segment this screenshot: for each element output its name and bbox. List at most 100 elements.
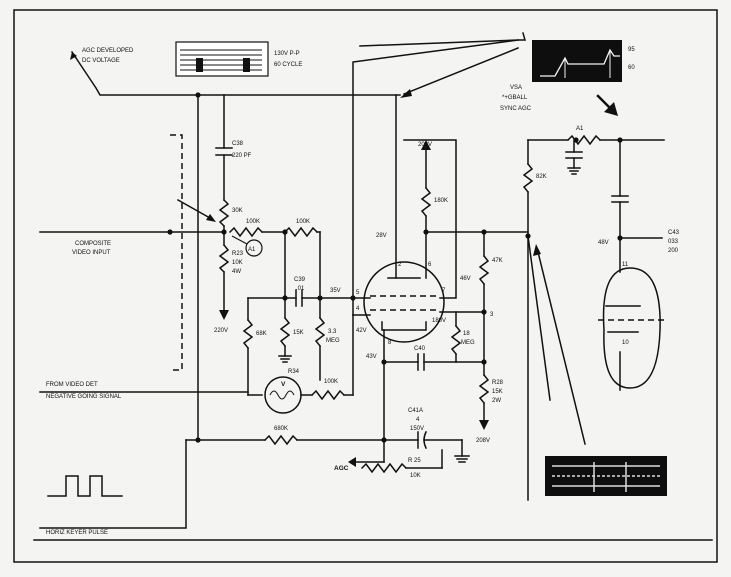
resistor-3-3meg	[314, 316, 326, 348]
resistor-r23	[218, 243, 230, 274]
label-scope-95: 95	[628, 47, 635, 53]
resistor-r28	[478, 373, 490, 405]
label-lamp-v: V	[281, 381, 286, 388]
label-28v-right: 35V	[330, 288, 341, 294]
label-a1-circle: A1	[248, 247, 256, 253]
resistor-68k	[242, 318, 254, 350]
label-60-cycle: 60 CYCLE	[274, 62, 302, 68]
vacuum-tube-main	[363, 261, 445, 343]
label-r28-val2: 2W	[492, 398, 501, 404]
resistor-a1	[566, 134, 602, 146]
label-pin10: 10	[622, 340, 629, 346]
a1-pointer	[231, 235, 248, 245]
label-c43-2: 033	[668, 239, 679, 245]
label-video-input: VIDEO INPUT	[72, 250, 111, 256]
label-negative-signal: NEGATIVE GOING SIGNAL	[46, 394, 122, 400]
arrow-208v-bottom	[479, 420, 489, 430]
resistor-30k	[218, 198, 230, 228]
label-r23: R23	[232, 251, 244, 257]
label-c43-1: C43	[668, 230, 680, 236]
label-pin5: 5	[356, 290, 360, 296]
label-c41a-val1: 4	[416, 417, 420, 423]
label-pin8: 8	[388, 340, 392, 346]
label-82k: 82K	[536, 174, 547, 180]
label-68k: 68K	[256, 331, 267, 337]
label-c41a-val2: 150V	[410, 426, 424, 432]
label-15k: 15K	[293, 330, 304, 336]
label-agc: AGC	[334, 465, 349, 472]
resistor-15k	[279, 316, 291, 348]
outer-border	[13, 9, 718, 563]
horiz-pulse-symbol	[47, 475, 123, 497]
label-a1-right: A1	[576, 126, 584, 132]
label-180v: 180V	[432, 318, 446, 324]
label-pin2: 2	[398, 262, 402, 268]
arrow-228v-left	[219, 310, 229, 320]
label-3-3meg-2: MEG	[326, 338, 340, 344]
label-46v: 46V	[460, 276, 471, 282]
wire-scope-diag	[537, 251, 586, 445]
label-c43-3: 200	[668, 248, 679, 254]
label-180k: 180K	[434, 198, 448, 204]
label-680k: 680K	[274, 426, 288, 432]
label-c39-val: .01	[296, 286, 305, 292]
label-r23-val2: 4W	[232, 269, 241, 275]
arrow-agc-out	[70, 52, 77, 60]
node-agc-top	[195, 92, 201, 98]
pointer-30k	[176, 198, 212, 220]
label-r25: R 25	[408, 458, 421, 464]
node-353	[350, 295, 356, 301]
label-r28-val1: 15K	[492, 389, 503, 395]
label-pin7: 7	[442, 288, 446, 294]
label-18meg-1: 18	[463, 331, 470, 337]
label-48v: 48V	[598, 240, 609, 246]
arrow-agc-control	[348, 457, 356, 467]
resistor-100k-a	[228, 226, 264, 238]
label-28v-mid: 28V	[376, 233, 387, 239]
label-100k-a: 100K	[246, 219, 260, 225]
label-pin4: 4	[356, 306, 360, 312]
label-agc-developed: AGC DEVELOPED	[82, 48, 134, 54]
resistor-100k-b	[283, 226, 319, 238]
wire-scope-diag-2	[527, 235, 551, 401]
pointer-top-right-head	[604, 102, 618, 116]
wire-agc-out	[70, 50, 199, 441]
label-dc-voltage: DC VOLTAGE	[82, 58, 120, 64]
label-100k-b: 100K	[296, 219, 310, 225]
wire-pin7	[403, 139, 457, 299]
a1-marker-circle	[245, 239, 263, 257]
tube-cathode	[381, 321, 427, 331]
label-r28: R28	[492, 380, 504, 386]
label-horiz-keyer: HORIZ KEYER PULSE	[46, 530, 108, 536]
resistor-r25-pot	[360, 462, 408, 474]
scope-inset-bottom	[545, 456, 667, 496]
label-220v-left: 220V	[214, 328, 228, 334]
label-130v-pp: 130V P-P	[274, 51, 300, 57]
pointer-30k-head	[206, 214, 216, 222]
label-43v: 43V	[366, 354, 377, 360]
dashed-bracket	[170, 134, 183, 371]
resistor-680k	[263, 434, 299, 446]
label-pin3: 3	[490, 312, 494, 318]
label-208v-bottom: 208V	[476, 438, 490, 444]
label-c38-val: 220 PF	[232, 153, 252, 159]
label-composite: COMPOSITE	[75, 241, 111, 247]
label-42v: 42V	[356, 328, 367, 334]
node-composite	[167, 229, 173, 235]
label-gball: *+GBALL	[502, 95, 528, 101]
label-30k: 30K	[232, 208, 243, 214]
label-208v-top: 208V	[418, 142, 432, 148]
resistor-47k	[478, 254, 490, 286]
label-47k: 47K	[492, 258, 503, 264]
label-3-3meg-1: 3.3	[328, 329, 337, 335]
wire-top-frame-seg	[359, 39, 519, 47]
waveform-inset-130v	[175, 41, 269, 77]
label-scope-60: 60	[628, 65, 635, 71]
label-r23-val1: 10K	[232, 260, 243, 266]
label-pin11: 11	[622, 262, 629, 268]
label-r34: R34	[288, 369, 300, 375]
label-c38: C38	[232, 141, 244, 147]
arrow-scope-up	[533, 244, 541, 256]
resistor-100k-c	[310, 389, 346, 401]
